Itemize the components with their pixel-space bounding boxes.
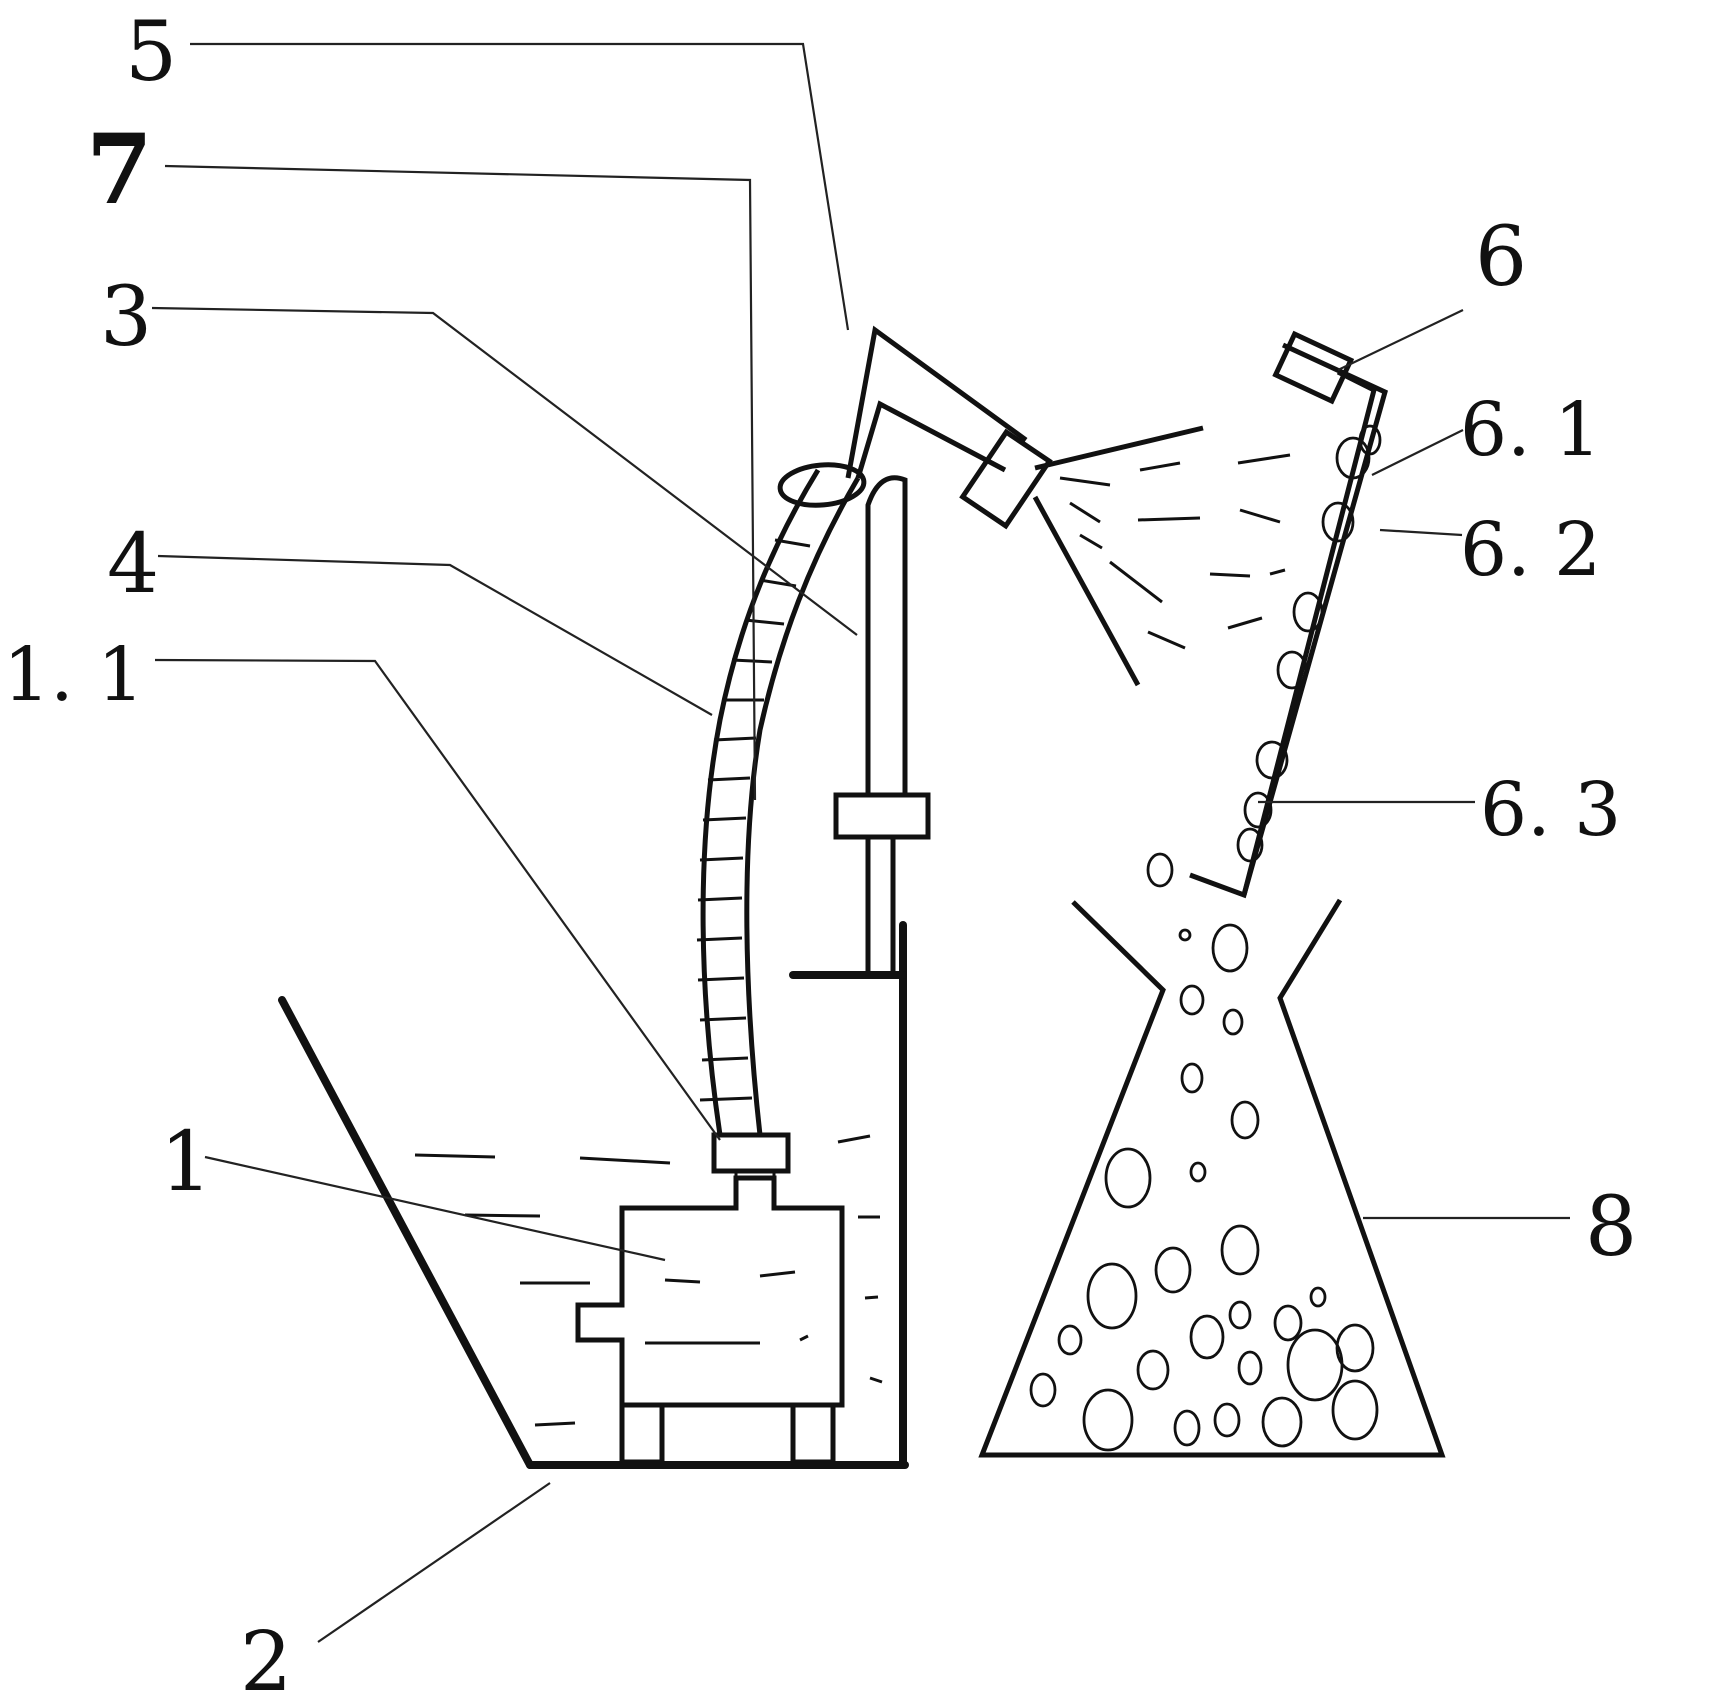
water-spray (1032, 425, 1291, 687)
label-6: 6 (1475, 210, 1527, 305)
label-7: 7 (86, 113, 153, 226)
water-tank (278, 921, 909, 1469)
spray-nozzle-pipe (845, 325, 1053, 530)
label-1: 1 (160, 1115, 212, 1210)
label-4: 4 (107, 517, 159, 612)
label-8: 8 (1585, 1180, 1637, 1275)
seed-tray (1189, 330, 1388, 899)
pump-outlet-connector (711, 1132, 791, 1174)
label-5: 5 (125, 5, 177, 100)
water-pump (575, 1175, 845, 1465)
leader-lines (151, 42, 1570, 1643)
tray-seeds (1236, 424, 1382, 863)
label-1-1: 1. 1 (3, 632, 144, 718)
label-2: 2 (240, 1615, 292, 1702)
label-6-3: 6. 3 (1480, 767, 1621, 853)
flexible-hose (696, 468, 861, 1136)
conical-flask (978, 898, 1446, 1458)
label-6-1: 6. 1 (1460, 387, 1601, 473)
part-labels: 5 7 3 4 1. 1 1 2 6 6. 1 6. 2 6. 3 8 (3, 5, 1637, 1702)
support-rod (833, 475, 931, 975)
hose-clamp (777, 462, 867, 508)
seed-particles (1029, 852, 1379, 1452)
water-surface (414, 1134, 883, 1427)
label-3: 3 (100, 270, 152, 365)
label-6-2: 6. 2 (1460, 507, 1601, 593)
